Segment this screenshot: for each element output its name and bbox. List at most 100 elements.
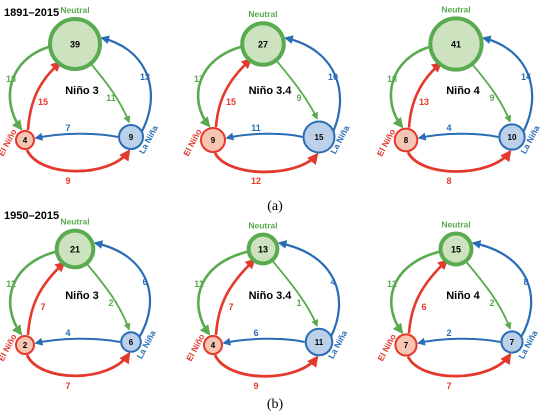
- arrow-neutral-to-el-nino: [196, 44, 245, 128]
- neutral-count: 21: [70, 245, 80, 255]
- el-nino-label: El Niño: [184, 332, 207, 363]
- value-el-nino-to-la-nina: 7: [446, 381, 451, 391]
- region-label: Niño 4: [446, 290, 480, 302]
- arrow-la-nina-to-el-nino: [417, 132, 499, 141]
- panel-label: (b): [267, 397, 284, 412]
- value-la-nina-to-neutral: 10: [328, 72, 338, 82]
- value-el-nino-to-neutral: 7: [40, 302, 45, 312]
- neutral-label: Neutral: [248, 221, 277, 231]
- value-el-nino-to-la-nina: 9: [65, 176, 70, 186]
- la-nina-node: [118, 124, 144, 150]
- neutral-label: Neutral: [441, 220, 470, 230]
- arrow-neutral-to-la-nina: [470, 62, 512, 123]
- arrow-el-nino-to-la-nina: [213, 152, 319, 174]
- value-la-nina-to-neutral: 14: [521, 72, 531, 82]
- arrow-neutral-to-la-nina: [274, 59, 318, 120]
- value-neutral-to-el-nino: 18: [6, 74, 16, 84]
- arrow-el-nino-to-la-nina: [406, 352, 512, 378]
- arrow-neutral-to-el-nino: [8, 249, 59, 336]
- region-label: Niño 3: [65, 85, 99, 97]
- la-nina-node: [498, 123, 526, 151]
- arrow-la-nina-to-neutral: [277, 240, 341, 339]
- el-nino-node: [203, 335, 223, 355]
- arrow-el-nino-to-neutral: [26, 261, 66, 336]
- arrow-neutral-to-el-nino: [389, 44, 433, 129]
- value-la-nina-to-el-nino: 2: [446, 328, 451, 338]
- la-nina-node: [500, 330, 524, 354]
- el-nino-node: [200, 127, 226, 153]
- value-el-nino-to-neutral: 6: [421, 302, 426, 312]
- arrow-neutral-to-la-nina: [270, 259, 319, 328]
- value-neutral-to-la-nina: 2: [108, 298, 113, 308]
- neutral-node: [54, 228, 96, 270]
- arrow-neutral-to-el-nino: [389, 249, 443, 335]
- value-la-nina-to-neutral: 6: [142, 277, 147, 287]
- neutral-count: 39: [70, 40, 80, 50]
- value-la-nina-to-el-nino: 11: [251, 123, 261, 133]
- neutral-node: [48, 17, 102, 71]
- value-el-nino-to-neutral: 13: [419, 97, 429, 107]
- arrow-la-nina-to-neutral: [284, 35, 342, 134]
- period-label: 1950–2015: [4, 210, 59, 222]
- value-el-nino-to-la-nina: 8: [446, 176, 451, 186]
- arrow-la-nina-to-neutral: [100, 35, 152, 134]
- el-nino-node: [393, 127, 419, 153]
- region-label: Niño 4: [446, 85, 480, 97]
- el-nino-count: 4: [23, 136, 28, 145]
- el-nino-count: 9: [211, 136, 216, 145]
- arrow-el-nino-to-neutral: [214, 58, 253, 128]
- panel-label: (a): [267, 199, 283, 214]
- arrow-el-nino-to-neutral: [214, 258, 256, 336]
- value-el-nino-to-neutral: 7: [228, 302, 233, 312]
- arrow-la-nina-to-neutral: [481, 35, 534, 134]
- el-nino-node: [15, 335, 35, 355]
- neutral-node: [428, 16, 484, 72]
- arrow-la-nina-to-el-nino: [225, 132, 303, 141]
- arrow-el-nino-to-neutral: [26, 61, 62, 131]
- value-neutral-to-el-nino: 12: [387, 279, 397, 289]
- value-el-nino-to-la-nina: 9: [253, 381, 258, 391]
- value-la-nina-to-neutral: 8: [523, 277, 528, 287]
- arrow-neutral-to-la-nina: [85, 262, 131, 331]
- el-nino-node: [394, 333, 418, 357]
- value-neutral-to-el-nino: 11: [194, 279, 204, 289]
- value-neutral-to-el-nino: 11: [6, 279, 16, 289]
- arrow-el-nino-to-la-nina: [213, 354, 319, 378]
- neutral-label: Neutral: [60, 5, 89, 15]
- arrow-neutral-to-la-nina: [89, 62, 131, 124]
- value-neutral-to-la-nina: 9: [296, 93, 301, 103]
- el-nino-label: El Niño: [375, 332, 398, 363]
- arrow-el-nino-to-neutral: [407, 61, 443, 128]
- neutral-count: 13: [258, 245, 268, 255]
- el-nino-label: El Niño: [375, 127, 398, 158]
- el-nino-node: [15, 130, 35, 150]
- el-nino-count: 7: [404, 341, 409, 350]
- arrow-la-nina-to-neutral: [93, 240, 152, 339]
- arrow-neutral-to-el-nino: [8, 44, 53, 131]
- region-label: Niño 3.4: [249, 290, 293, 302]
- value-neutral-to-el-nino: 18: [387, 74, 397, 84]
- neutral-node: [438, 231, 474, 267]
- region-label: Niño 3: [65, 290, 99, 302]
- la-nina-count: 15: [315, 133, 324, 142]
- value-el-nino-to-neutral: 15: [38, 97, 48, 107]
- value-la-nina-to-el-nino: 4: [65, 328, 70, 338]
- la-nina-node: [120, 331, 142, 353]
- value-el-nino-to-la-nina: 7: [65, 381, 70, 391]
- neutral-label: Neutral: [60, 217, 89, 227]
- value-la-nina-to-neutral: 13: [140, 72, 150, 82]
- arrow-la-nina-to-el-nino: [417, 337, 501, 346]
- value-el-nino-to-neutral: 15: [226, 97, 236, 107]
- la-nina-count: 10: [508, 133, 517, 142]
- value-neutral-to-la-nina: 11: [106, 93, 116, 103]
- arrow-el-nino-to-la-nina: [25, 351, 131, 378]
- el-nino-label: El Niño: [181, 127, 204, 158]
- el-nino-count: 2: [23, 341, 28, 350]
- arrow-la-nina-to-el-nino: [34, 337, 121, 346]
- neutral-count: 15: [451, 245, 461, 255]
- arrow-el-nino-to-la-nina: [25, 149, 131, 173]
- value-neutral-to-la-nina: 1: [296, 298, 301, 308]
- la-nina-node: [302, 120, 336, 154]
- la-nina-count: 7: [510, 338, 515, 347]
